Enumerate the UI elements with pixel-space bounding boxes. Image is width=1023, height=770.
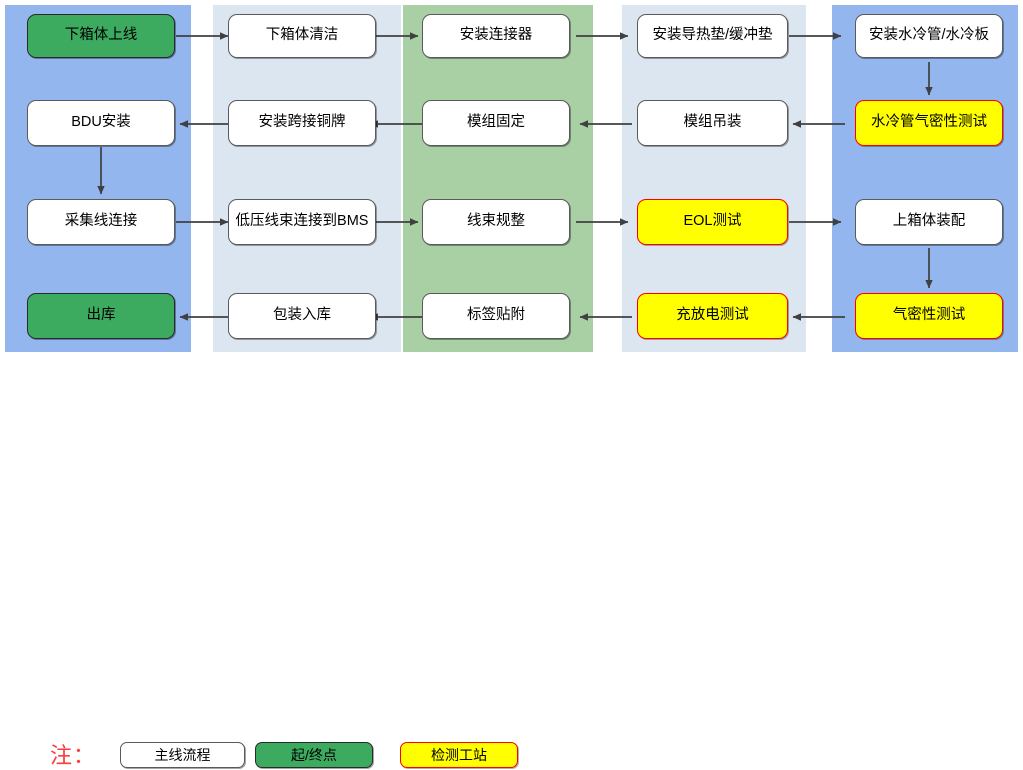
node-模组吊装[interactable]: 模组吊装 — [637, 100, 788, 146]
node-包装入库[interactable]: 包装入库 — [228, 293, 376, 339]
node-模组固定[interactable]: 模组固定 — [422, 100, 570, 146]
node-采集线连接[interactable]: 采集线连接 — [27, 199, 175, 245]
node-低压线束连接到BMS[interactable]: 低压线束连接到BMS — [228, 199, 376, 245]
node-下箱体上线[interactable]: 下箱体上线 — [27, 14, 175, 58]
node-水冷管气密性测试[interactable]: 水冷管气密性测试 — [855, 100, 1003, 146]
node-上箱体装配[interactable]: 上箱体装配 — [855, 199, 1003, 245]
node-EOL测试[interactable]: EOL测试 — [637, 199, 788, 245]
node-安装水冷管水冷板[interactable]: 安装水冷管/水冷板 — [855, 14, 1003, 58]
legend-item-start-end: 起/终点 — [255, 742, 373, 768]
node-充放电测试[interactable]: 充放电测试 — [637, 293, 788, 339]
node-安装连接器[interactable]: 安装连接器 — [422, 14, 570, 58]
legend-item-test-station: 检测工站 — [400, 742, 518, 768]
node-安装跨接铜牌[interactable]: 安装跨接铜牌 — [228, 100, 376, 146]
flowchart-canvas: 下箱体上线 下箱体清洁 安装连接器 安装导热垫/缓冲垫 安装水冷管/水冷板 水冷… — [5, 5, 1018, 352]
node-下箱体清洁[interactable]: 下箱体清洁 — [228, 14, 376, 58]
node-出库[interactable]: 出库 — [27, 293, 175, 339]
node-BDU安装[interactable]: BDU安装 — [27, 100, 175, 146]
legend-label: 注： — [50, 743, 97, 768]
node-安装导热垫缓冲垫[interactable]: 安装导热垫/缓冲垫 — [637, 14, 788, 58]
node-线束规整[interactable]: 线束规整 — [422, 199, 570, 245]
legend-item-main-process: 主线流程 — [120, 742, 245, 768]
node-气密性测试[interactable]: 气密性测试 — [855, 293, 1003, 339]
node-标签贴附[interactable]: 标签贴附 — [422, 293, 570, 339]
legend: 注： 主线流程 起/终点 检测工站 — [0, 366, 1023, 768]
